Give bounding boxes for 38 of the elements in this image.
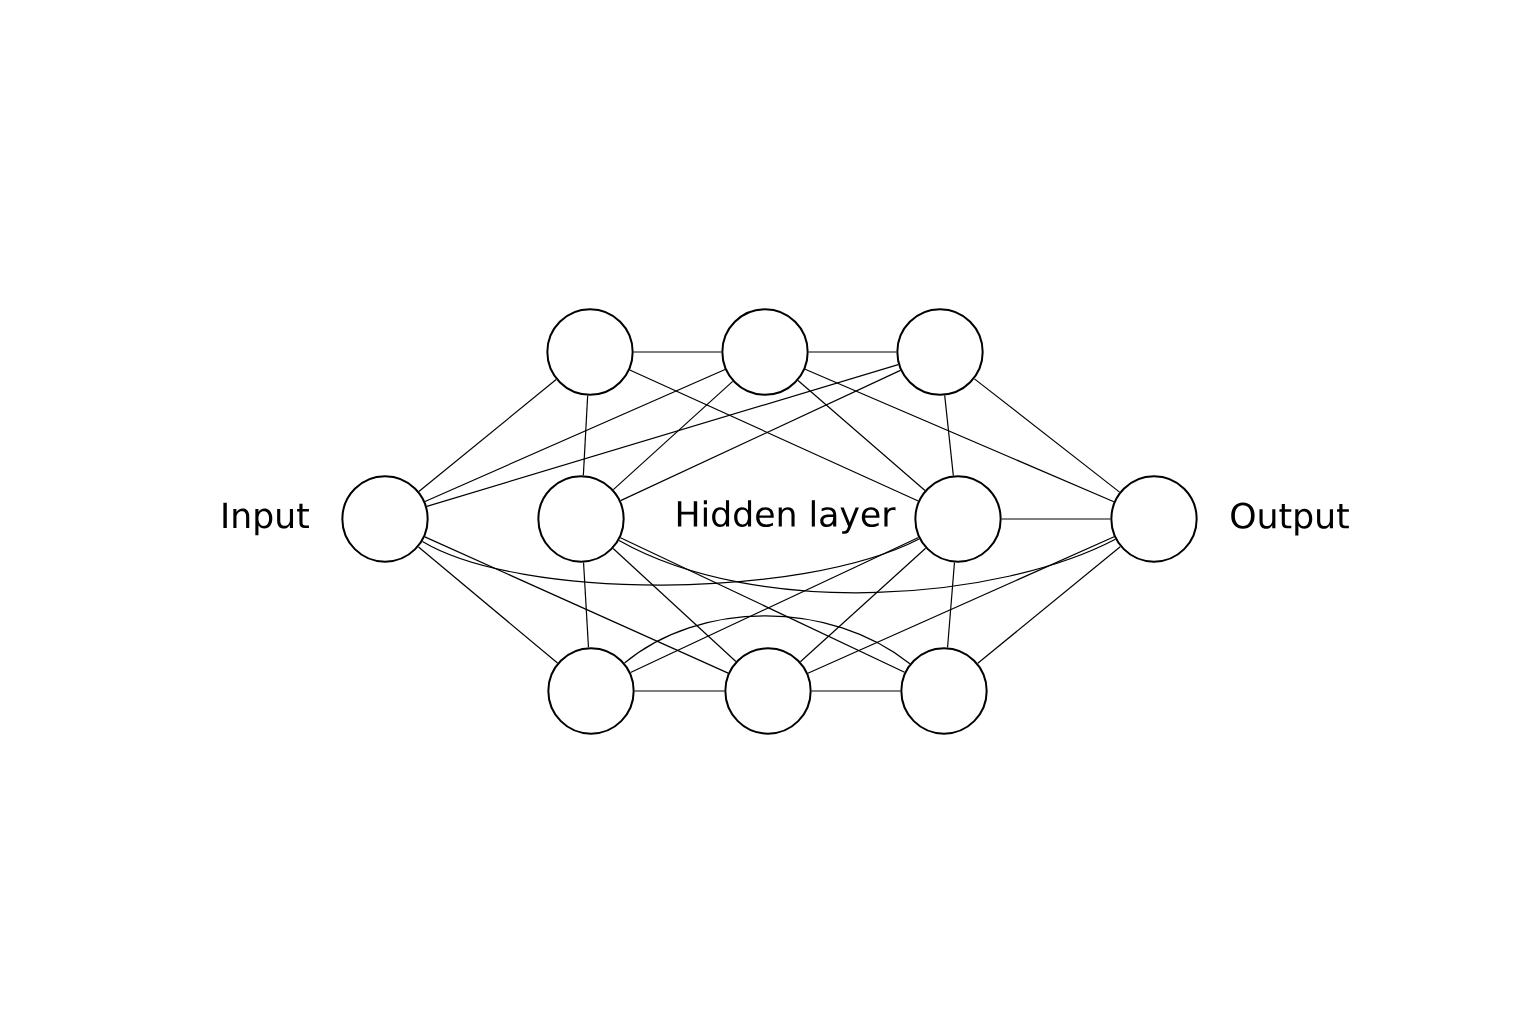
connection-line <box>808 351 897 353</box>
connection-line <box>977 546 1121 664</box>
connection-line <box>424 536 729 674</box>
layer-label: Input <box>223 502 309 536</box>
connection-line <box>804 368 1115 503</box>
connection-line <box>623 615 911 665</box>
connection-line <box>1001 518 1111 520</box>
connection-line <box>417 546 559 664</box>
neuron-circle <box>896 308 984 396</box>
connection-line <box>946 561 956 649</box>
layer-label: Hidden layer <box>669 494 901 540</box>
connection-line <box>807 536 1115 674</box>
neuron-circle <box>537 475 625 563</box>
connection-line <box>582 562 590 648</box>
connection-line <box>633 351 722 353</box>
neuron-circle <box>721 308 809 396</box>
connection-line <box>618 538 1116 594</box>
connection-line <box>426 363 899 508</box>
connection-line <box>418 378 557 493</box>
connection-line <box>944 394 954 477</box>
connection-line <box>421 538 920 586</box>
neuron-circle <box>547 647 635 735</box>
connection-line <box>973 378 1121 493</box>
neuron-circle <box>1110 475 1198 563</box>
connection-line <box>612 380 734 491</box>
connection-line <box>612 547 737 663</box>
layer-label: Output <box>1231 502 1349 536</box>
connection-line <box>797 379 926 492</box>
connection-line <box>811 690 901 692</box>
connection-line <box>424 368 726 503</box>
neuron-circle <box>914 475 1002 563</box>
connection-line <box>634 690 725 692</box>
connection-line <box>582 395 589 476</box>
neuron-circle <box>900 647 988 735</box>
neuron-circle <box>546 308 634 396</box>
connection-line <box>799 547 927 663</box>
neuron-circle <box>724 647 812 735</box>
neuron-circle <box>341 475 429 563</box>
